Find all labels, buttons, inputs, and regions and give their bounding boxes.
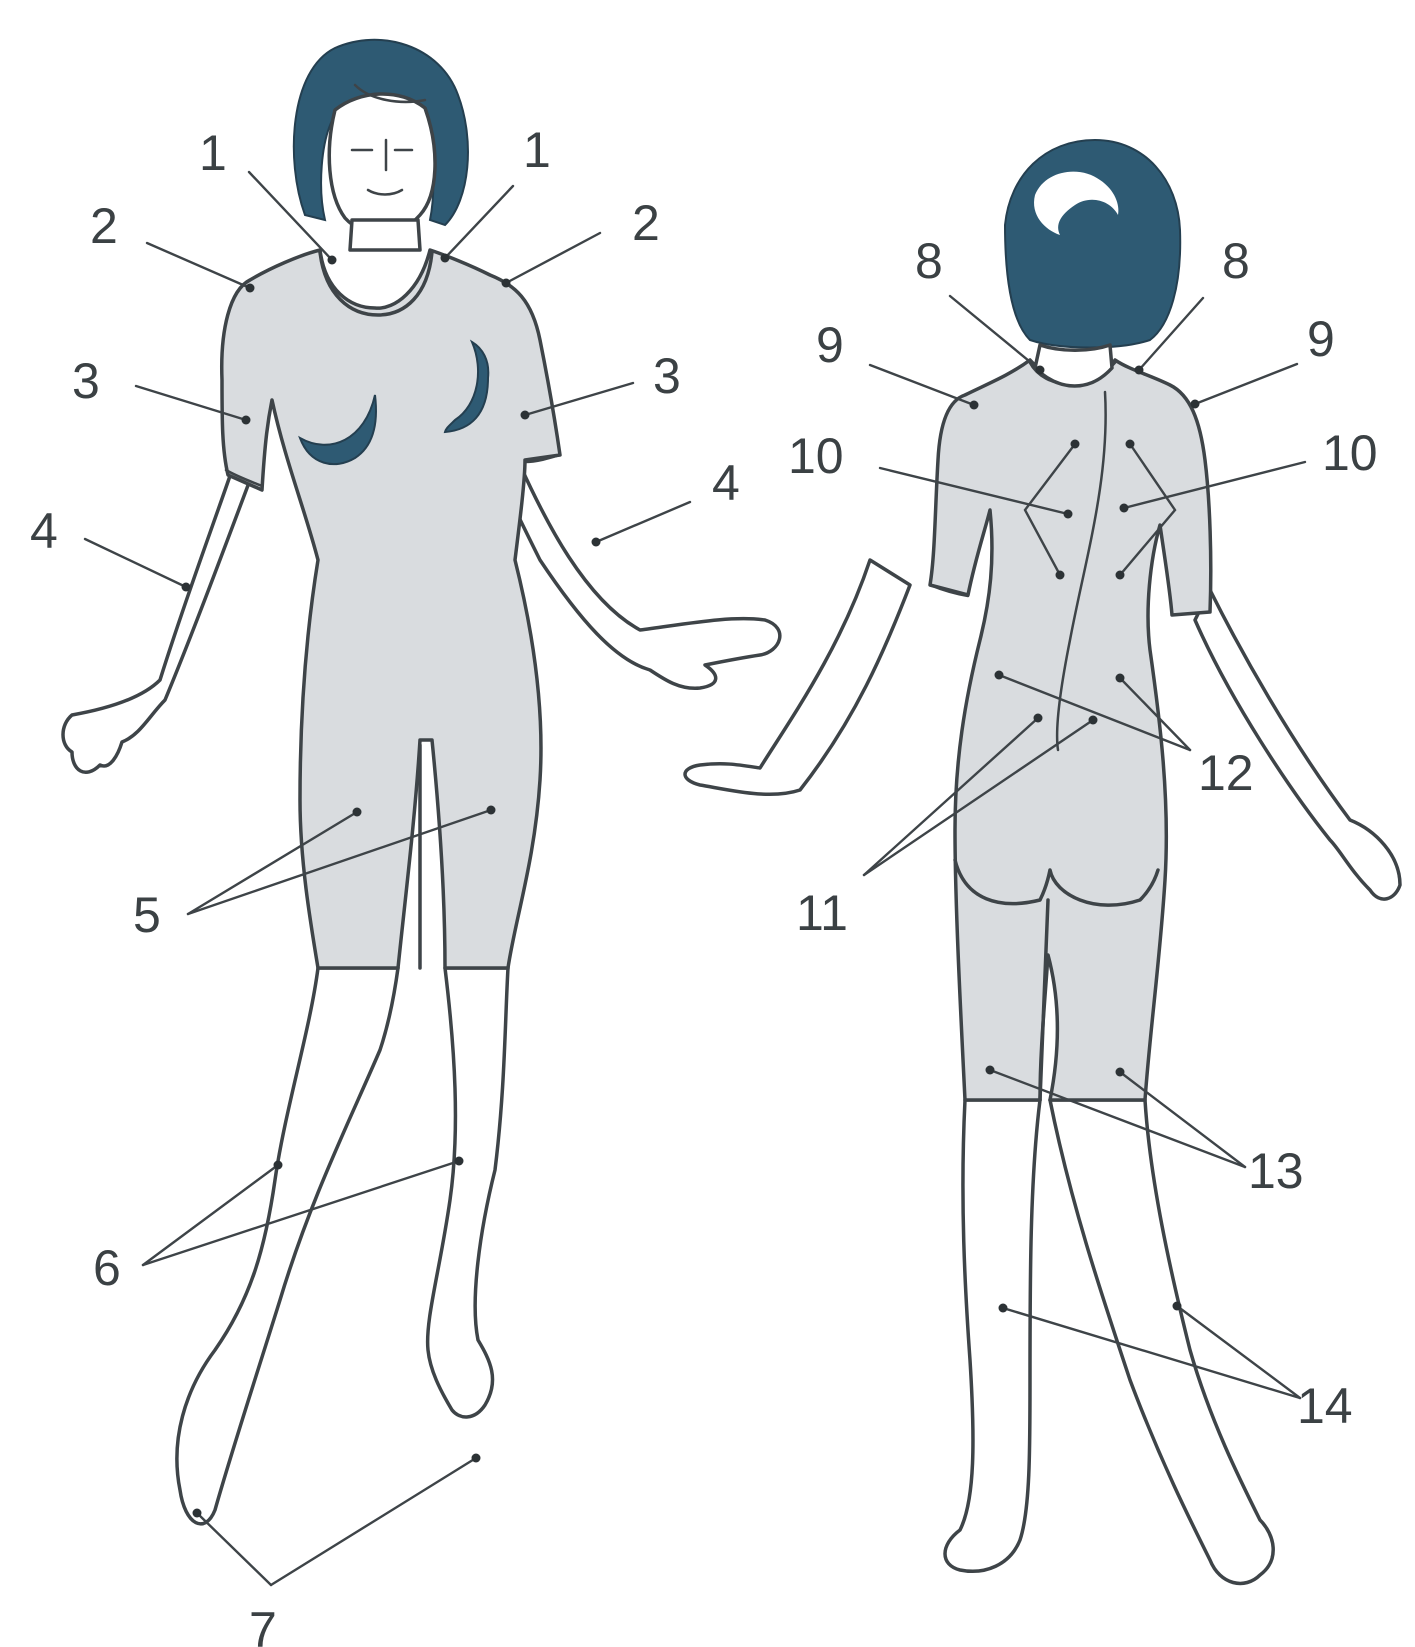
back-left-arm [685,560,910,794]
back-right-leg [1050,1100,1273,1583]
label-left-back-shoulder-point: 9 [816,317,844,373]
back-left-leg [945,1100,1040,1571]
label-waist-back-point: 12 [1198,745,1254,801]
label-right-shoulder-point: 2 [632,195,660,251]
label-right-upper-back-point: 10 [1322,425,1378,481]
label-left-forearm-point: 4 [30,503,58,559]
back-hair [1005,140,1180,348]
label-right-upper-arm-point: 3 [653,348,681,404]
label-left-upper-arm-point: 3 [72,353,100,409]
label-left-neck-point: 1 [199,125,227,181]
front-figure [63,40,780,1524]
front-garment [222,250,560,968]
label-calves-point: 14 [1297,1378,1353,1434]
label-left-back-neck-point: 8 [915,233,943,289]
front-right-leg [428,968,508,1417]
label-right-back-neck-point: 8 [1222,233,1250,289]
label-left-upper-back-point: 10 [788,428,844,484]
front-left-leg [177,968,398,1524]
label-front-shins-point: 6 [93,1240,121,1296]
label-right-forearm-point: 4 [712,455,740,511]
front-face [329,94,435,233]
label-front-thighs-point: 5 [133,887,161,943]
label-toes-point: 7 [249,1602,277,1647]
label-right-back-shoulder-point: 9 [1307,311,1335,367]
label-lower-back-point: 11 [796,885,848,941]
label-left-shoulder-point: 2 [90,198,118,254]
back-garment [930,360,1211,1100]
label-back-thighs-point: 13 [1248,1143,1304,1199]
back-figure [685,140,1400,1583]
front-left-arm [63,470,250,772]
label-right-neck-point: 1 [523,122,551,178]
